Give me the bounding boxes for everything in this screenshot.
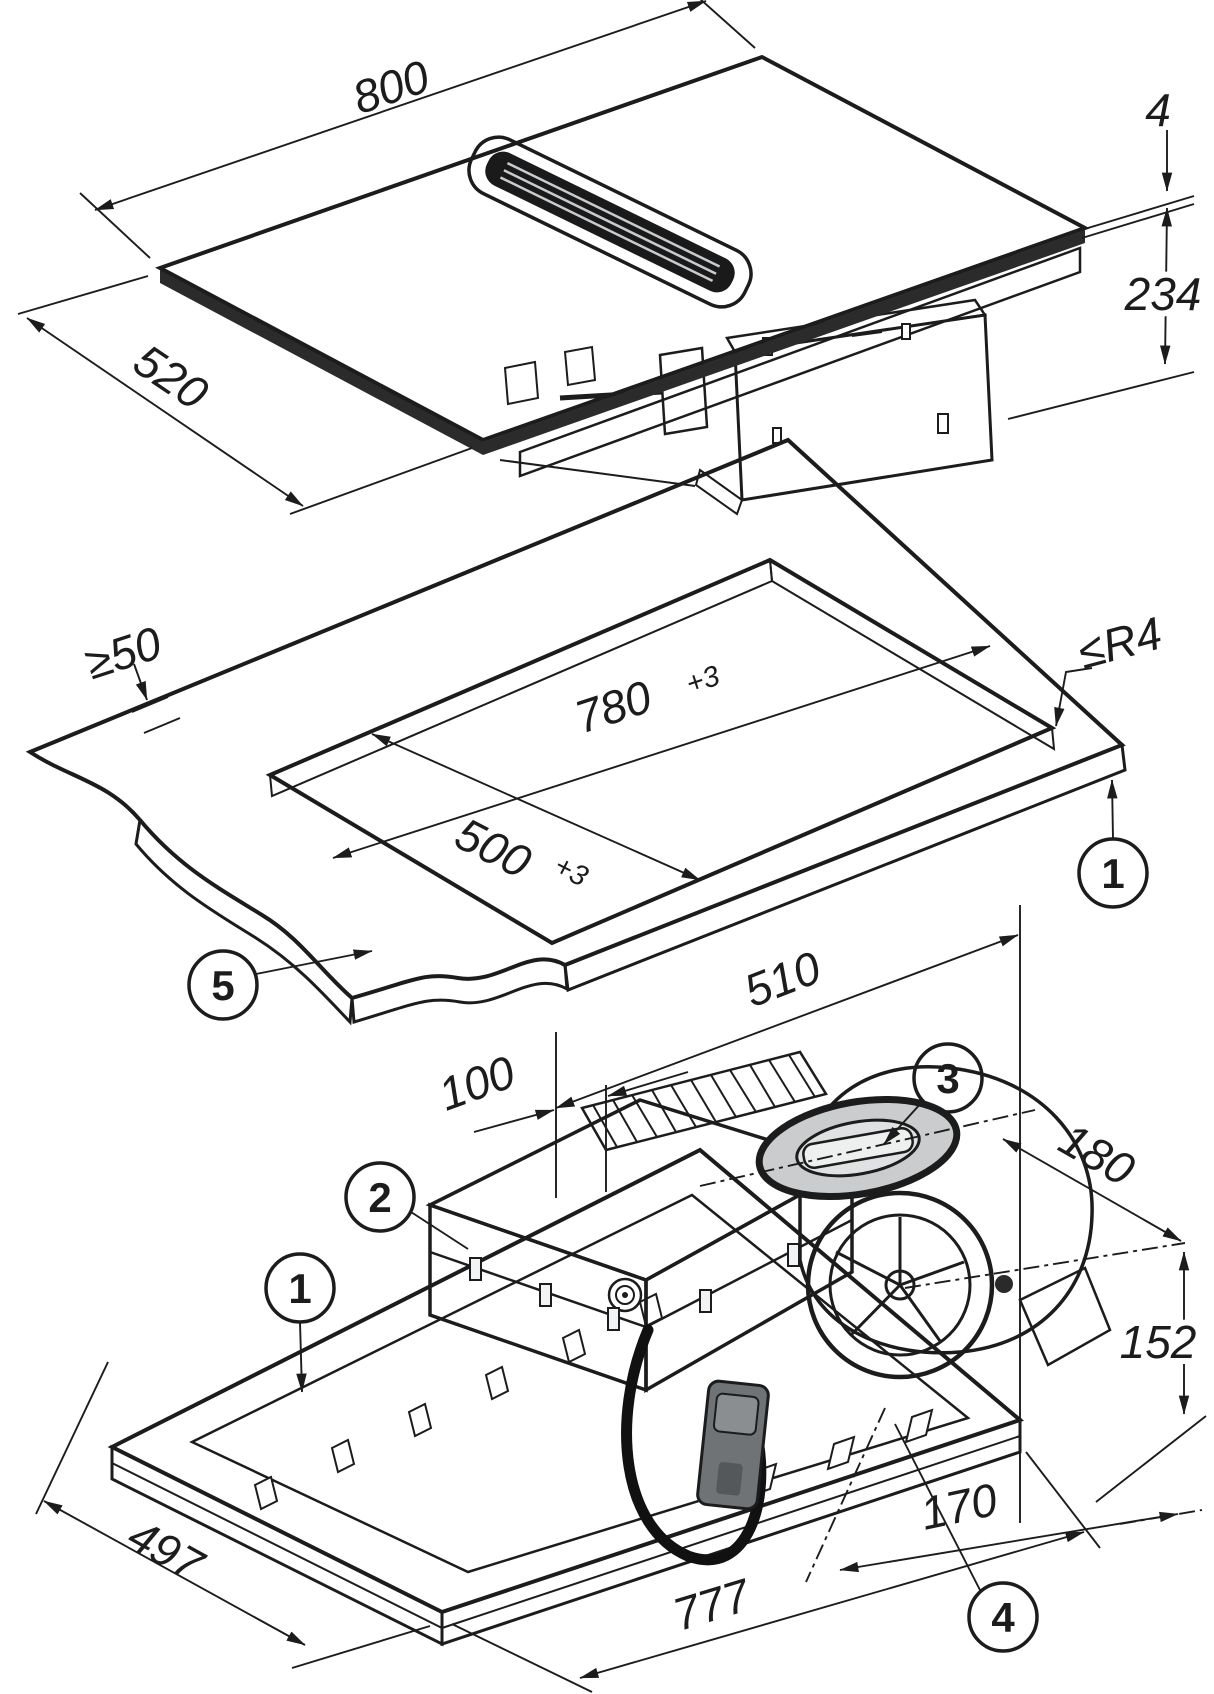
cutout-view: ≥50 780 +3 500 +3 ≤R4 1 5 (25, 437, 1168, 1026)
callout-front-edge-number: 5 (211, 962, 234, 1009)
bottom-view: 510 100 180 152 170 777 (35, 905, 1207, 1693)
callout-hob: 1 (264, 1252, 336, 1393)
dim-500-label: 500 (447, 807, 539, 888)
glass-edge (160, 230, 1085, 455)
dim-4-234: 4 234 (1007, 84, 1207, 420)
dim-510-label: 510 (737, 941, 828, 1017)
base-plate-vent (607, 1277, 643, 1313)
cutout-wall-right (768, 558, 1056, 751)
dim-4-label: 4 (1145, 84, 1171, 136)
dim-152-label: 152 (1120, 1316, 1197, 1368)
fan-housing (755, 1065, 1112, 1380)
fan-bracket (1018, 1266, 1112, 1367)
filter-box-clips (469, 1243, 800, 1331)
dim-800: 800 (79, 0, 756, 259)
top-view: 800 520 4 234 (17, 0, 1207, 516)
dim-rear-clearance: ≥50 (79, 616, 181, 734)
dim-170: 170 (839, 1451, 1203, 1573)
dim-500: 500 +3 (371, 733, 701, 894)
callout-hob-circle (264, 1252, 336, 1324)
callout-worktop-circle (1077, 837, 1149, 909)
dim-777: 777 (451, 1531, 1085, 1693)
mains-plug (696, 1379, 770, 1511)
dim-800-label: 800 (346, 50, 436, 124)
dim-corner-radius: ≤R4 (1054, 607, 1168, 727)
callout-worktop-number: 1 (1101, 850, 1124, 897)
callout-air-outlet: 3 (883, 1042, 984, 1145)
glass-surface (155, 54, 1090, 443)
callout-worktop: 1 (1077, 779, 1149, 909)
worktop-surface (25, 437, 1126, 1001)
fan-opening (805, 1190, 995, 1380)
worktop-broken-face-front (350, 958, 569, 1024)
dim-497: 497 (35, 1361, 431, 1669)
fan-axis-centerline (904, 1242, 1186, 1289)
hob-underframe (499, 246, 1082, 516)
dim-100: 100 (432, 1045, 689, 1133)
dim-234-label: 234 (1124, 268, 1202, 320)
outlet-centerline (699, 1109, 1036, 1187)
dim-rear-clearance-label: ≥50 (79, 616, 168, 689)
dim-780-label: 780 (569, 670, 658, 743)
mounting-clips (253, 1292, 934, 1511)
callout-mains-cable-number: 4 (991, 1594, 1015, 1641)
callout-filter-box-circle (344, 1161, 416, 1233)
callout-filter-box: 2 (344, 1161, 469, 1250)
filter-box (425, 1098, 857, 1394)
dim-780: 780 +3 (332, 645, 991, 859)
callout-mains-cable-circle (967, 1581, 1039, 1653)
dim-520-label: 520 (125, 334, 218, 420)
callout-front-edge: 5 (187, 949, 373, 1021)
dim-780-tolerance: +3 (682, 660, 723, 701)
downdraft-vent-slot (467, 135, 753, 309)
dim-152: 152 (1095, 1251, 1207, 1503)
base-plate (107, 1147, 1025, 1647)
callout-hob-number: 1 (288, 1265, 311, 1312)
callout-air-outlet-circle (912, 1042, 984, 1114)
callout-filter-box-number: 2 (368, 1174, 391, 1221)
fan-bolt (995, 1275, 1013, 1293)
callout-mains-cable: 4 (894, 1423, 1039, 1653)
callout-air-outlet-number: 3 (936, 1055, 959, 1102)
dim-100-label: 100 (432, 1045, 522, 1120)
cable-centerline (805, 1407, 886, 1583)
dim-corner-radius-label: ≤R4 (1073, 607, 1168, 679)
worktop-front-face (563, 742, 1127, 993)
callout-front-edge-circle (187, 949, 259, 1021)
dim-500-tolerance: +3 (549, 850, 593, 894)
